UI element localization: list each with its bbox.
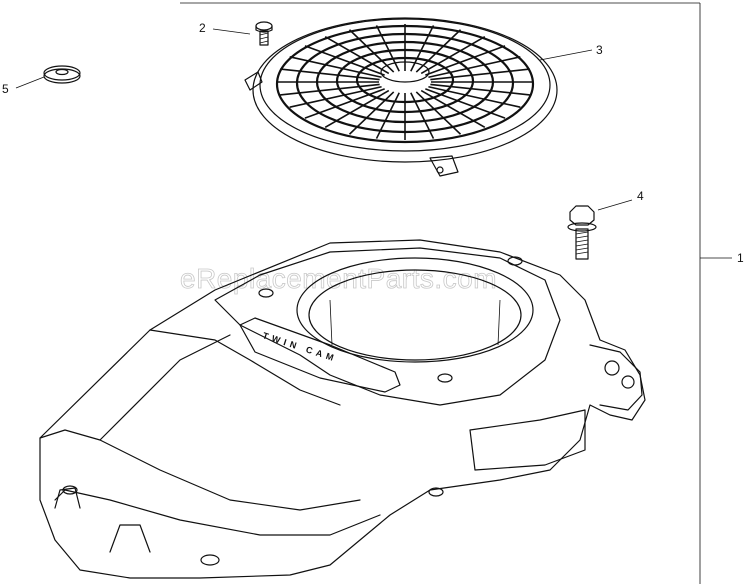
- screen-spoke: [425, 45, 506, 76]
- screen-spoke: [410, 25, 435, 72]
- screen-spoke: [425, 88, 506, 119]
- boss-markers: [62, 256, 523, 566]
- screen-spoke: [348, 91, 395, 135]
- screen-spoke: [280, 68, 380, 81]
- callout-4: 4: [637, 189, 644, 203]
- screen-spoke: [324, 89, 390, 129]
- screen-spoke: [324, 35, 390, 75]
- screen-spoke: [430, 68, 530, 81]
- screen-spoke: [420, 89, 486, 129]
- screen-spoke: [289, 56, 382, 79]
- screen-spoke: [280, 83, 380, 96]
- screen-spoke: [428, 56, 521, 79]
- screen-spoke: [375, 92, 400, 139]
- callout-3: 3: [596, 43, 603, 57]
- screen-spoke: [410, 92, 435, 139]
- screw-part[interactable]: [212, 21, 273, 46]
- washer-part[interactable]: [15, 65, 81, 89]
- screen-spoke: [304, 88, 385, 119]
- screen-spoke: [428, 85, 521, 108]
- screen-spoke: [375, 25, 400, 72]
- callout-2: 2: [199, 21, 206, 35]
- screen-spoke: [289, 85, 382, 108]
- watermark: eReplacementParts.com: [180, 263, 497, 294]
- grass-screen-part[interactable]: [244, 17, 593, 177]
- assembly-bracket: [180, 2, 732, 584]
- screen-spoke: [415, 91, 462, 135]
- callout-5: 5: [2, 82, 9, 96]
- callout-labels: 1 2 3 4 5: [2, 21, 744, 265]
- flange-bolt-part[interactable]: [567, 199, 633, 260]
- screen-spoke: [430, 83, 530, 96]
- screen-spoke: [420, 35, 486, 75]
- screen-spoke: [304, 45, 385, 76]
- callout-1: 1: [737, 251, 744, 265]
